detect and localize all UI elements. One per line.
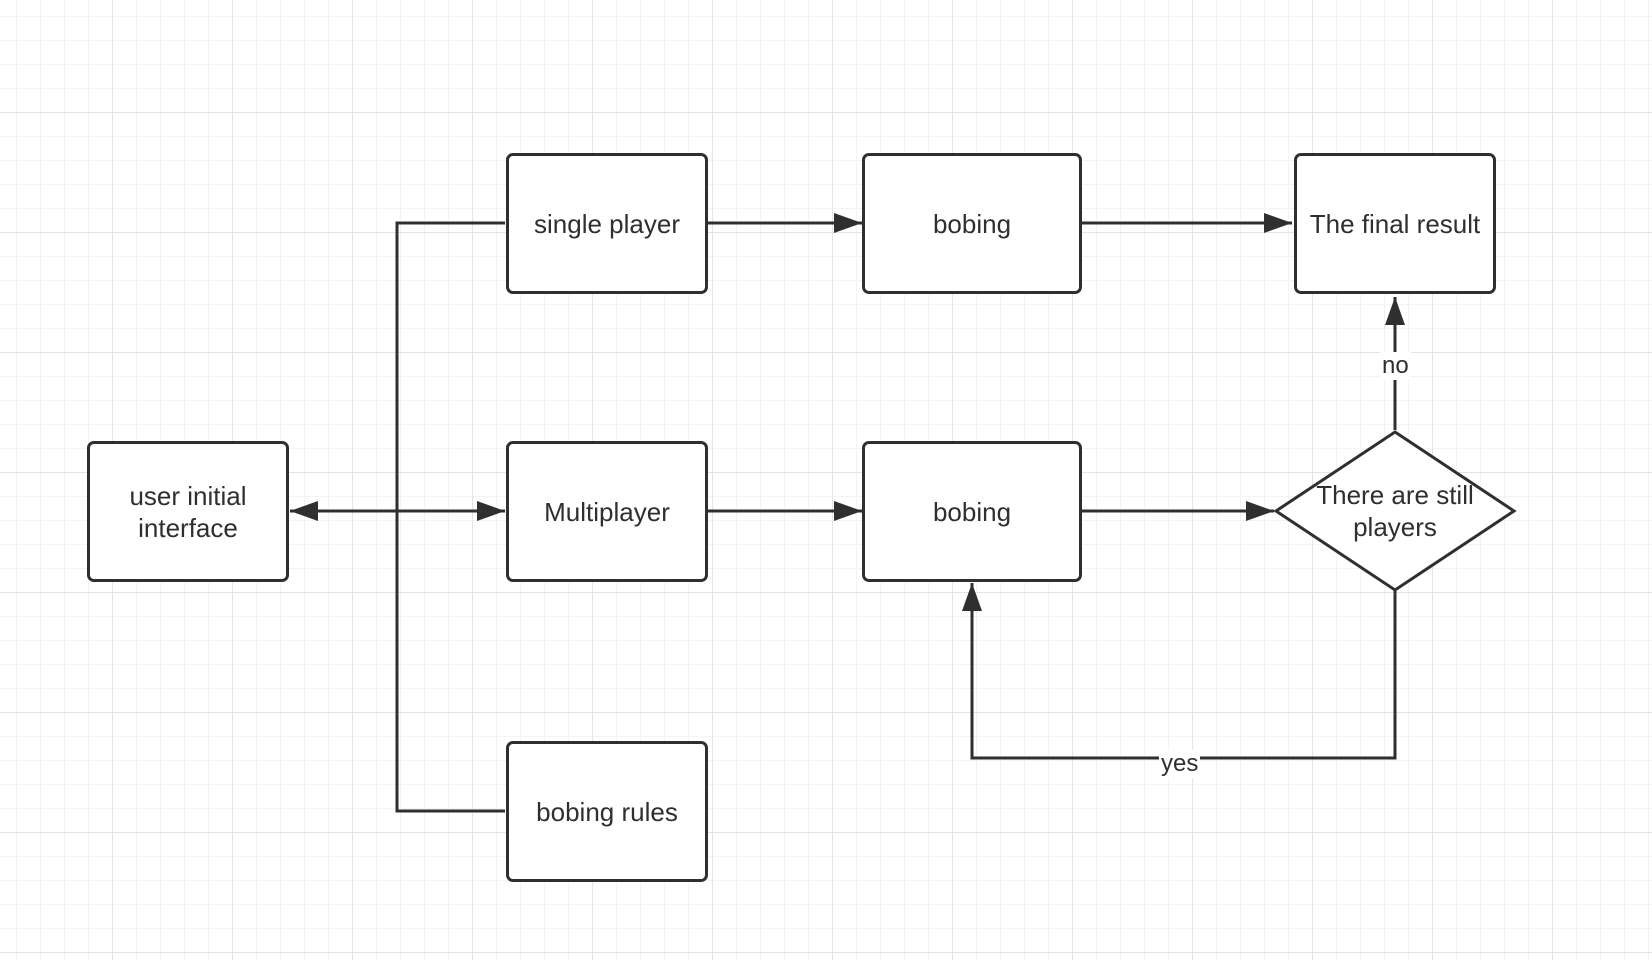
user-initial-interface-label: user initial interface [129,480,247,543]
bobing-rules-node[interactable]: bobing rules [506,741,708,882]
connector-decision-yes [962,583,1397,760]
multiplayer-label: Multiplayer [544,496,670,527]
final-result-node[interactable]: The final result [1294,153,1496,294]
bobing-single-label: bobing [932,208,1012,239]
user-initial-interface-node[interactable]: user initial interface [87,441,289,582]
bobing-rules-label: bobing rules [536,796,678,827]
bobing-multi-label: bobing [932,496,1012,527]
bobing-single-node[interactable]: bobing [862,153,1082,294]
final-result-label: The final result [1309,208,1481,239]
multiplayer-node[interactable]: Multiplayer [506,441,708,582]
edge-label-no: no [1380,352,1411,380]
bobing-multi-node[interactable]: bobing [862,441,1082,582]
connector-bus-single-rules [395,221,505,813]
decision-diamond[interactable] [1273,430,1517,592]
single-player-label: single player [534,208,680,239]
single-player-node[interactable]: single player [506,153,708,294]
edge-label-yes: yes [1159,750,1201,778]
